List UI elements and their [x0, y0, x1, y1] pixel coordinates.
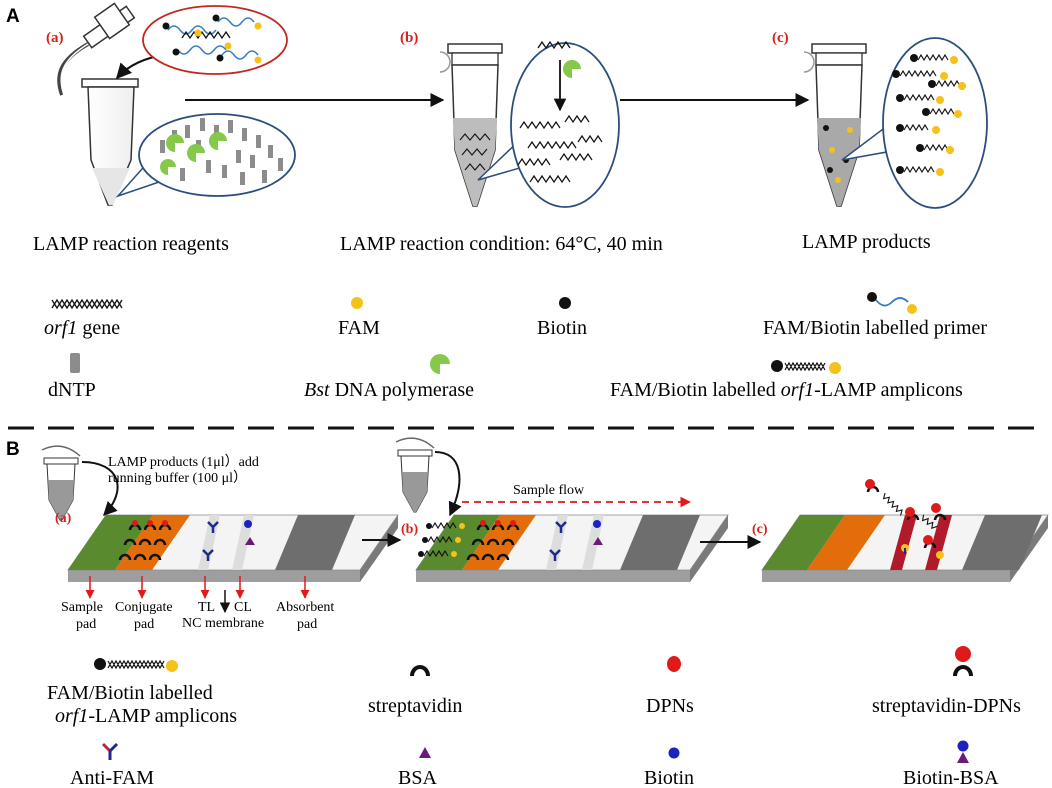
- lateral-flow-strip-3: [761, 479, 1049, 582]
- legend-a-fam: FAM: [338, 317, 380, 339]
- sample-add-arrow-2: [434, 451, 462, 517]
- sample-add-arrow: [81, 461, 119, 517]
- reagent-bubble: [115, 113, 296, 198]
- small-tube-2: [395, 437, 435, 513]
- label-absorbent-pad-1: Absorbent: [276, 600, 334, 615]
- legend-a-dntp: dNTP: [48, 379, 96, 401]
- dntp-icon: [70, 353, 80, 373]
- legend-b-amplicons-1: FAM/Biotin labelled: [47, 682, 213, 704]
- step-b-tag: (b): [400, 30, 418, 46]
- dna-helix-icon: [51, 298, 123, 310]
- legend-a-orf1: orf1 gene: [44, 317, 120, 339]
- label-sample-pad-2: pad: [76, 617, 96, 632]
- reaction-tube: [439, 43, 503, 207]
- amplicon-icon: [94, 658, 178, 672]
- label-conjugate-pad-1: Conjugate: [115, 600, 173, 615]
- step-a-tag: (a): [46, 30, 64, 46]
- strip-tag-c: (c): [752, 522, 768, 537]
- labelled-primer-icon: [867, 292, 917, 314]
- add-note-line2: running buffer (100 μl）: [108, 470, 247, 486]
- bsa-icon: [419, 747, 431, 758]
- legend-b-streptavidin: streptavidin: [368, 695, 462, 717]
- streptavidin-dpn-icon: [953, 646, 973, 677]
- primer-bubble: [142, 5, 288, 75]
- legend-a: orf1 gene FAM Biotin FAM/Biotin labelled…: [44, 292, 987, 401]
- legend-b-bsa: BSA: [398, 767, 437, 788]
- legend-a-biotin: Biotin: [537, 317, 587, 339]
- sample-flow-label: Sample flow: [513, 483, 585, 498]
- anti-fam-icon: [101, 742, 119, 760]
- strip-tag-a: (a): [55, 511, 72, 526]
- panel-a-label: A: [6, 6, 20, 27]
- reagent-tube: [57, 2, 139, 206]
- step-c-tag: (c): [772, 30, 789, 46]
- product-bubble: [841, 37, 988, 209]
- step-b-caption: LAMP reaction condition: 64°C, 40 min: [340, 233, 663, 255]
- legend-b-anti-fam: Anti-FAM: [70, 767, 154, 788]
- legend-a-amplicons: FAM/Biotin labelled orf1-LAMP amplicons: [610, 379, 963, 401]
- pipette-icon: [57, 2, 136, 96]
- step-c-caption: LAMP products: [802, 231, 931, 253]
- panel-b-label: B: [6, 439, 20, 460]
- label-sample-pad-1: Sample: [61, 600, 103, 615]
- legend-b-streptavidin-dpns: streptavidin-DPNs: [872, 695, 1021, 717]
- legend-a-primer: FAM/Biotin labelled primer: [763, 317, 987, 339]
- product-tube: [803, 43, 867, 207]
- dpn-icon: [667, 656, 681, 672]
- streptavidin-icon: [410, 665, 430, 677]
- strip-part-pointers: [85, 576, 310, 599]
- label-conjugate-pad-2: pad: [134, 617, 154, 632]
- lateral-flow-strip-1: [67, 514, 399, 582]
- biotin-dot-icon: [559, 297, 571, 309]
- small-tube-1: [41, 445, 81, 521]
- add-note-line1: LAMP products (1μl）add: [108, 454, 259, 470]
- lateral-flow-strip-2: [415, 514, 729, 582]
- legend-b: FAM/Biotin labelled orf1-LAMP amplicons …: [47, 646, 1021, 788]
- legend-a-polymerase: Bst DNA polymerase: [304, 379, 474, 401]
- legend-b-dpns: DPNs: [646, 695, 694, 717]
- biotin-icon: [668, 747, 680, 759]
- biotin-bsa-icon: [957, 740, 969, 763]
- amplicon-icon: [771, 360, 841, 374]
- strip-tag-b: (b): [401, 522, 418, 537]
- label-cl: CL: [234, 600, 252, 615]
- legend-b-biotin: Biotin: [644, 767, 694, 788]
- reaction-bubble: [477, 40, 620, 208]
- label-tl: TL: [198, 600, 215, 615]
- label-absorbent-pad-2: pad: [297, 617, 317, 632]
- step-a-caption: LAMP reaction reagents: [33, 233, 229, 255]
- legend-b-biotin-bsa: Biotin-BSA: [903, 767, 999, 788]
- legend-b-amplicons-2: orf1-LAMP amplicons: [55, 705, 237, 727]
- polymerase-icon: [430, 354, 450, 374]
- fam-dot-icon: [351, 297, 363, 309]
- label-nc-membrane: NC membrane: [182, 616, 264, 631]
